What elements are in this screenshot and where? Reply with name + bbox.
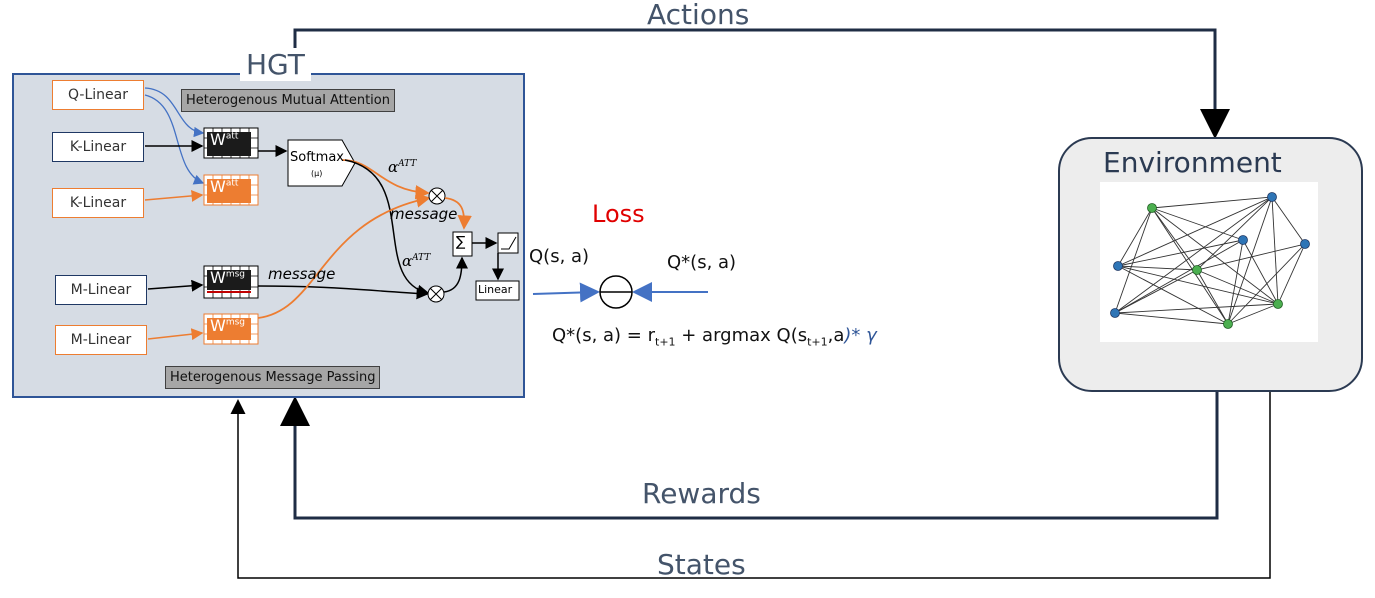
q-linear-box: Q-Linear <box>52 80 144 110</box>
wmsg-to-mult-orange <box>257 193 431 319</box>
q-to-watt-orange <box>144 94 205 185</box>
sum-box <box>452 231 473 257</box>
sum-symbol: ∑ <box>456 234 466 250</box>
environment-title: Environment <box>1103 146 1282 179</box>
k-linear-box-1: K-Linear <box>52 132 144 162</box>
q-arrow <box>532 282 600 303</box>
mult-top-to-sum <box>444 197 472 230</box>
k2-to-watt <box>144 189 204 202</box>
message-passing-caption: Heterogenous Message Passing <box>165 366 381 389</box>
graph-node <box>1300 239 1310 249</box>
q-label: Q(s, a) <box>529 246 590 267</box>
m-linear-box-2: M-Linear <box>55 325 147 355</box>
hgt-title: HGT <box>240 48 311 81</box>
graph-node <box>1238 235 1248 245</box>
m2-to-wmsg <box>147 328 204 341</box>
relu-curve <box>501 236 517 250</box>
mult-bottom-x <box>429 287 443 301</box>
graph-node <box>1273 299 1283 309</box>
w-msg-dark-label: Wmsg <box>210 268 245 287</box>
environment-graph <box>1110 192 1310 329</box>
loss-label: Loss <box>592 200 645 228</box>
w-att-orange-label: Watt <box>210 177 239 196</box>
graph-node <box>1192 265 1202 275</box>
mult-bottom-to-sum <box>443 256 468 293</box>
m-linear-box-1: M-Linear <box>55 275 147 305</box>
alpha-att-bottom: αATT <box>402 252 431 270</box>
graph-node <box>1147 203 1157 213</box>
graph-node <box>1267 192 1277 202</box>
graph-node <box>1223 319 1233 329</box>
softmax-to-mult-dark <box>344 159 430 297</box>
bellman-equation: Q*(s, a) = rt+1 + argmax Q(st+1,a)* γ <box>552 325 877 349</box>
q-to-watt-blue <box>144 87 205 138</box>
graph-node <box>1113 261 1123 271</box>
w-att-orange-block <box>203 174 259 206</box>
mult-top-x <box>430 189 444 203</box>
w-msg-orange-block <box>203 313 259 345</box>
graph-node <box>1110 308 1120 318</box>
graph-edges <box>1114 196 1306 325</box>
actions-label: Actions <box>647 0 750 31</box>
states-label: States <box>657 548 746 581</box>
m1-to-wmsg <box>147 279 204 292</box>
wmsg-to-mult-dark <box>257 285 429 300</box>
softmax-label: Softmax <box>290 150 344 165</box>
linear-label: Linear <box>478 283 513 296</box>
softmax-shape <box>287 139 356 187</box>
k-linear-box-2: K-Linear <box>52 188 144 218</box>
mutual-attention-caption: Heterogenous Mutual Attention <box>181 89 395 112</box>
w-msg-dark-block <box>203 265 259 299</box>
rewards-arrow <box>280 392 1219 520</box>
rewards-label: Rewards <box>642 477 761 510</box>
message-label-bottom: message <box>268 265 336 283</box>
relu-box <box>497 232 519 254</box>
linear-box <box>475 280 520 301</box>
w-att-dark-label: Watt <box>210 130 239 149</box>
alpha-att-top: αATT <box>388 158 417 176</box>
q-star-label: Q*(s, a) <box>667 252 737 273</box>
environment-graph-card <box>1100 182 1318 342</box>
message-label-top: message <box>390 205 458 223</box>
softmax-sub: (μ) <box>311 169 323 178</box>
w-msg-orange-label: Wmsg <box>210 316 245 335</box>
w-att-dark-block <box>203 127 259 159</box>
